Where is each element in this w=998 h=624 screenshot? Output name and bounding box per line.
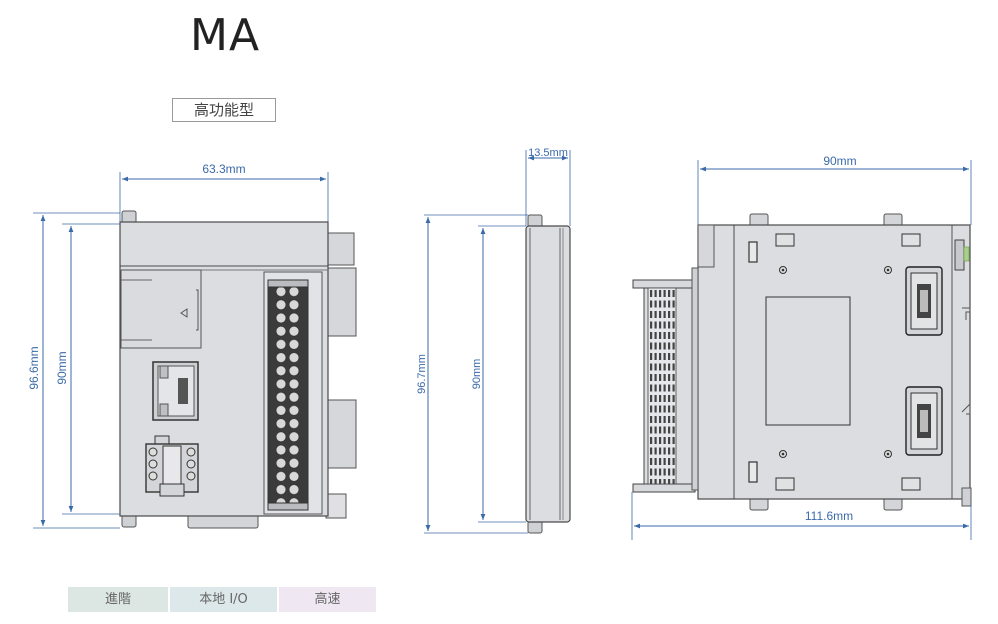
front-dimensions <box>33 172 329 529</box>
front-view <box>119 210 357 529</box>
front-total-height-label: 96.6mm <box>27 346 41 389</box>
top-body-width-label: 90mm <box>823 154 856 168</box>
expansion-connector-bottom <box>905 386 943 456</box>
ethernet-port <box>152 361 199 421</box>
power-connector <box>145 435 199 497</box>
side-dimensions <box>424 150 571 534</box>
tag-local-io: 本地 I/O <box>170 587 277 612</box>
side-depth-label: 13.5mm <box>528 147 568 159</box>
top-dimensions <box>631 160 972 540</box>
terminal-block <box>263 271 323 515</box>
feature-tags: 進階 本地 I/O 高速 <box>68 587 376 612</box>
side-view <box>525 214 571 534</box>
side-total-height-label: 96.7mm <box>416 354 428 394</box>
tag-advanced: 進階 <box>68 587 168 612</box>
tag-high-speed: 高速 <box>279 587 376 612</box>
front-width-label: 63.3mm <box>202 162 245 176</box>
model-title: MA <box>190 10 261 61</box>
front-body-height-label: 90mm <box>55 351 69 384</box>
top-total-width-label: 111.6mm <box>805 509 853 523</box>
top-view <box>632 213 972 511</box>
type-label: 高功能型 <box>172 98 276 122</box>
side-body-height-label: 90mm <box>471 359 483 390</box>
expansion-connector-top <box>905 266 943 336</box>
terminal-block-top <box>632 267 699 493</box>
